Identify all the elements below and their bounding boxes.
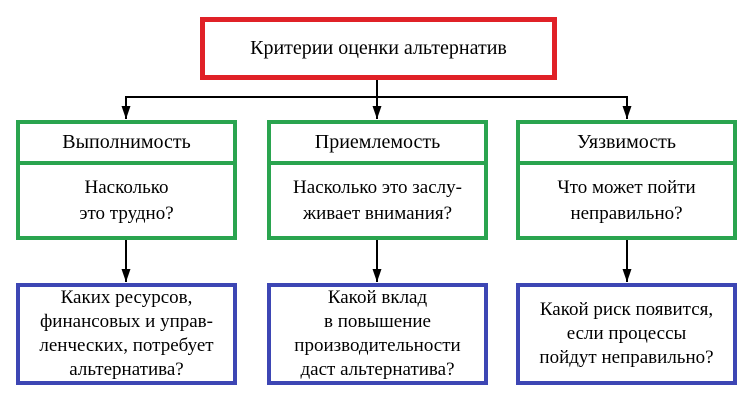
criterion-label: Приемлемость	[314, 131, 441, 153]
criterion-header: Выполнимость	[20, 124, 233, 165]
detail-box-feasibility: Каких ресурсов, финансовых и управ- ленч…	[16, 283, 237, 385]
criterion-question: Что может пойти неправильно?	[557, 177, 696, 224]
criterion-box-feasibility: Выполнимость Насколько это трудно?	[16, 120, 237, 240]
criterion-box-vulnerability: Уязвимость Что может пойти неправильно?	[516, 120, 737, 240]
criterion-label: Выполнимость	[62, 131, 191, 153]
diagram-title: Критерии оценки альтернатив	[250, 37, 507, 59]
criterion-question: Насколько это заслу- живает внимания?	[293, 177, 462, 224]
criterion-header: Уязвимость	[520, 124, 733, 165]
criterion-question: Насколько это трудно?	[79, 177, 174, 224]
criterion-label: Уязвимость	[576, 131, 677, 153]
detail-box-vulnerability: Какой риск появится, если процессы пойду…	[516, 283, 737, 385]
detail-box-acceptability: Какой вклад в повышение производительнос…	[267, 283, 488, 385]
title-box: Критерии оценки альтернатив	[200, 17, 557, 80]
criterion-box-acceptability: Приемлемость Насколько это заслу- живает…	[267, 120, 488, 240]
criterion-header: Приемлемость	[271, 124, 484, 165]
